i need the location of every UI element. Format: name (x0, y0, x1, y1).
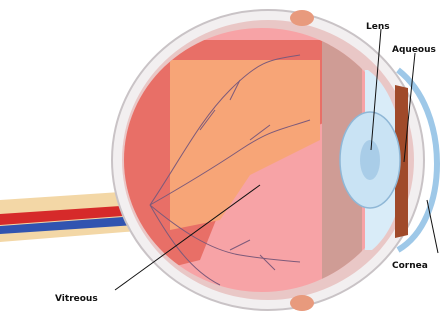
lower-muscle (290, 295, 314, 311)
vitreous-label: Vitreous (55, 294, 98, 304)
aqueous-label: Aqueous (392, 45, 436, 55)
lens-nucleus (360, 140, 380, 180)
lens-label: Lens (366, 22, 390, 32)
upper-muscle (290, 10, 314, 26)
cornea-label: Cornea (392, 261, 428, 271)
